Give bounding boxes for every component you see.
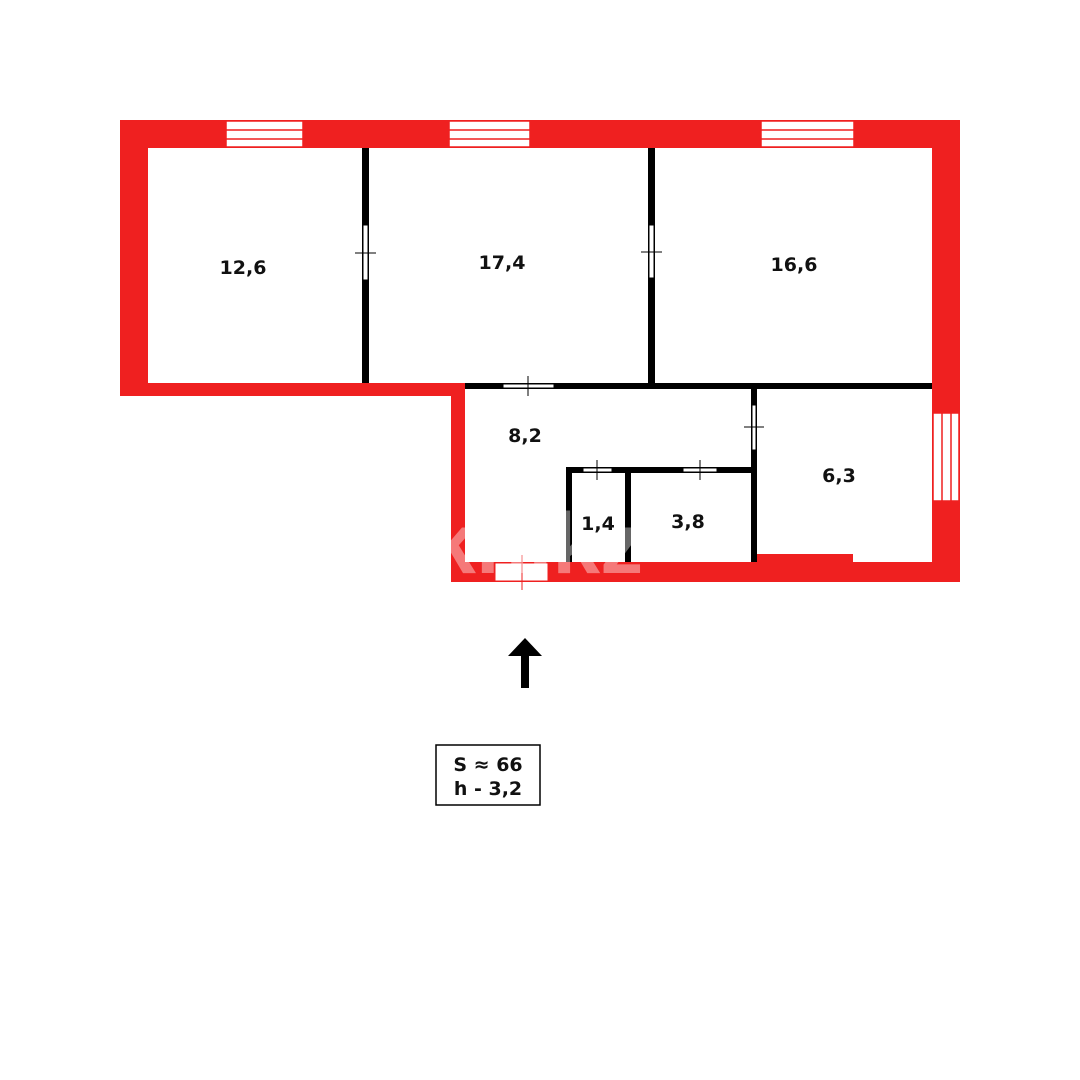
room-area-label: 12,6	[220, 257, 267, 279]
window-top-2	[448, 120, 531, 148]
room-labels: 12,6 17,4 16,6 8,2 1,4 3,8 6,3	[220, 252, 856, 535]
room-area-label: 16,6	[771, 254, 818, 276]
room-area-label: 3,8	[671, 511, 705, 533]
window-top-3	[760, 120, 855, 148]
door-1	[355, 224, 376, 281]
window-top-1	[225, 120, 304, 148]
windows	[225, 120, 960, 502]
doors	[355, 224, 764, 590]
room-area-label: 17,4	[479, 252, 526, 274]
ceiling-height: h - 3,2	[454, 778, 522, 800]
door-2	[641, 224, 662, 279]
room-area-label: 1,4	[581, 513, 615, 535]
door-4	[744, 404, 764, 451]
arrow-up-icon	[508, 638, 542, 688]
entrance-door	[494, 555, 549, 590]
total-area: S ≈ 66	[453, 754, 522, 776]
watermark: kn.kz	[428, 496, 643, 592]
info-box: S ≈ 66 h - 3,2	[435, 744, 541, 806]
room-area-label: 8,2	[508, 425, 542, 447]
door-3	[502, 376, 555, 396]
door-5	[582, 460, 613, 480]
door-6	[682, 460, 718, 480]
window-right	[932, 412, 960, 502]
room-area-label: 6,3	[822, 465, 856, 487]
